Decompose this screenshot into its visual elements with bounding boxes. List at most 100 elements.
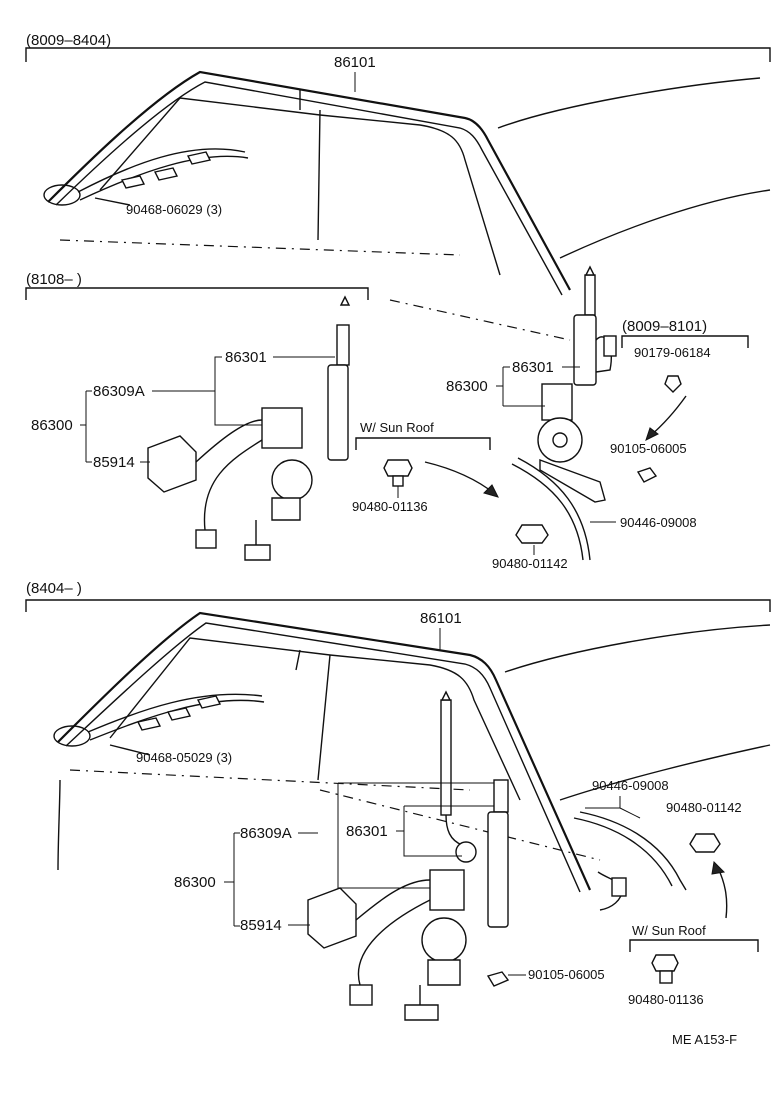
- antenna-tip-icon: [339, 295, 351, 306]
- nut-icon-90179: [664, 375, 682, 393]
- antenna-top-right-bottom: [493, 779, 509, 813]
- label-90446-09008-bottom: 90446-09008: [592, 778, 669, 793]
- label-86309A-bottom: 86309A: [240, 825, 292, 842]
- section-bracket-top: [25, 47, 771, 62]
- label-90480-01142-mid: 90480-01142: [492, 556, 568, 571]
- label-90446-09008-mid: 90446-09008: [620, 515, 697, 530]
- bracket-bottom: [427, 959, 461, 986]
- drain-hose-bottom: [573, 811, 687, 891]
- section-middle: (8108– ) 86301 86309A 86300 85914 W/ Sun…: [25, 265, 749, 571]
- relay-box-mid: [147, 435, 197, 493]
- leader-90468-bottom: [109, 744, 151, 756]
- antenna-mast-mid-right: [584, 274, 596, 316]
- harness-mid: [203, 439, 263, 531]
- window-outer: [55, 81, 563, 296]
- label-86301-mid-left: 86301: [225, 349, 267, 366]
- cable-clip-icon-bottom: [136, 695, 222, 731]
- label-86101-bottom: 86101: [420, 610, 462, 627]
- motor-small-bottom: [455, 841, 477, 863]
- window-glass-bottom: [109, 637, 521, 801]
- mount-mid-left: [244, 544, 271, 561]
- motor-housing-mid-left: [261, 407, 303, 449]
- screw-icon-bottom: [486, 971, 510, 987]
- label-85914-mid: 85914: [93, 454, 135, 471]
- motor-gear-mid-left: [271, 459, 313, 501]
- section-range-bottom: (8404– ): [26, 580, 82, 597]
- label-86101-top: 86101: [334, 54, 376, 71]
- label-90468-top: 90468-06029 (3): [126, 202, 222, 217]
- label-86300-mid-left: 86300: [31, 417, 73, 434]
- centerline-bottom-2: [319, 789, 601, 861]
- centerline-top: [59, 239, 461, 256]
- connector-bottom: [349, 984, 373, 1006]
- bracket-mid-left: [271, 497, 301, 521]
- reference-code: ME A153-F: [672, 1032, 737, 1047]
- section-range-middle: (8108– ): [26, 271, 82, 288]
- cable-clip-icon: [120, 151, 212, 189]
- label-sunroof-bottom: W/ Sun Roof: [632, 923, 706, 938]
- label-90480-01136-mid: 90480-01136: [352, 499, 428, 514]
- fender-line-top: [559, 189, 771, 259]
- connector-mid: [195, 529, 217, 549]
- leader-90468-top: [94, 197, 131, 206]
- door-line-bottom: [57, 779, 61, 871]
- sub-range-bracket: [621, 335, 749, 348]
- leader-86300-mid-left: [80, 390, 92, 463]
- roof-outline: [47, 70, 571, 291]
- label-sub-range: (8009–8101): [622, 318, 707, 335]
- centerline-top-2: [389, 299, 571, 341]
- label-90179: 90179-06184: [634, 345, 711, 360]
- sunroof-bracket-bottom: [629, 939, 759, 952]
- label-86309A-mid: 86309A: [93, 383, 145, 400]
- section-bracket-bottom: [25, 599, 771, 612]
- centerline-bottom: [69, 769, 471, 791]
- connector-end-bottom: [611, 877, 627, 897]
- pillar-bottom: [295, 649, 331, 781]
- antenna-tube-bottom: [487, 811, 509, 928]
- relay-wire-bottom: [355, 879, 431, 921]
- pillar-top: [299, 90, 321, 241]
- arrow-sunroof-mid: [424, 461, 496, 495]
- grommet-icon-mid: [383, 459, 413, 477]
- harness-bottom: [357, 899, 431, 986]
- motor-housing-mid-right: [541, 383, 573, 421]
- label-90105-mid: 90105-06005: [610, 441, 687, 456]
- label-85914-bottom: 85914: [240, 917, 282, 934]
- screw-icon-mid: [636, 467, 658, 483]
- antenna-tip-icon-bottom: [440, 690, 452, 701]
- relay-box-bottom: [307, 887, 357, 949]
- sunroof-bracket-mid: [355, 437, 491, 450]
- grommet-stem-bottom: [659, 970, 673, 984]
- section-range-top: (8009–8404): [26, 32, 111, 49]
- arrow-head-mid: [483, 484, 499, 498]
- motor-gear-hub: [552, 432, 568, 448]
- relay-wire-mid: [195, 419, 263, 463]
- label-90105-bottom: 90105-06005: [528, 967, 605, 982]
- hood-line-bottom: [504, 624, 771, 673]
- label-86301-mid-right: 86301: [512, 359, 554, 376]
- label-86300-mid-right: 86300: [446, 378, 488, 395]
- leader-86300-bottom: [224, 832, 240, 927]
- arrow-90179: [649, 395, 687, 437]
- label-90480-01136-bottom: 90480-01136: [628, 992, 704, 1007]
- connector-mid-right: [603, 335, 617, 357]
- drain-hose-mid: [511, 457, 591, 561]
- grommet-icon-bottom: [689, 833, 721, 853]
- leader-86301-bottom: [337, 782, 494, 889]
- arrow-head-bottom: [711, 860, 726, 875]
- arrow-sunroof-bottom: [717, 867, 728, 919]
- antenna-mast-bottom: [440, 699, 452, 816]
- antenna-tube-mid-right: [573, 314, 597, 386]
- cable-loop-bottom: [53, 725, 91, 747]
- arrow-head-90179: [645, 427, 659, 441]
- grommet-icon-bottom-2: [651, 954, 679, 972]
- antenna-lead-bottom: [445, 814, 463, 846]
- grommet-icon-mid-2: [515, 524, 549, 544]
- motor-housing-bottom: [429, 869, 465, 911]
- leader-86309A-mid: [152, 356, 262, 426]
- label-sunroof-mid: W/ Sun Roof: [360, 420, 434, 435]
- fender-line-bottom: [559, 744, 771, 801]
- label-90480-01142-bottom: 90480-01142: [666, 800, 742, 815]
